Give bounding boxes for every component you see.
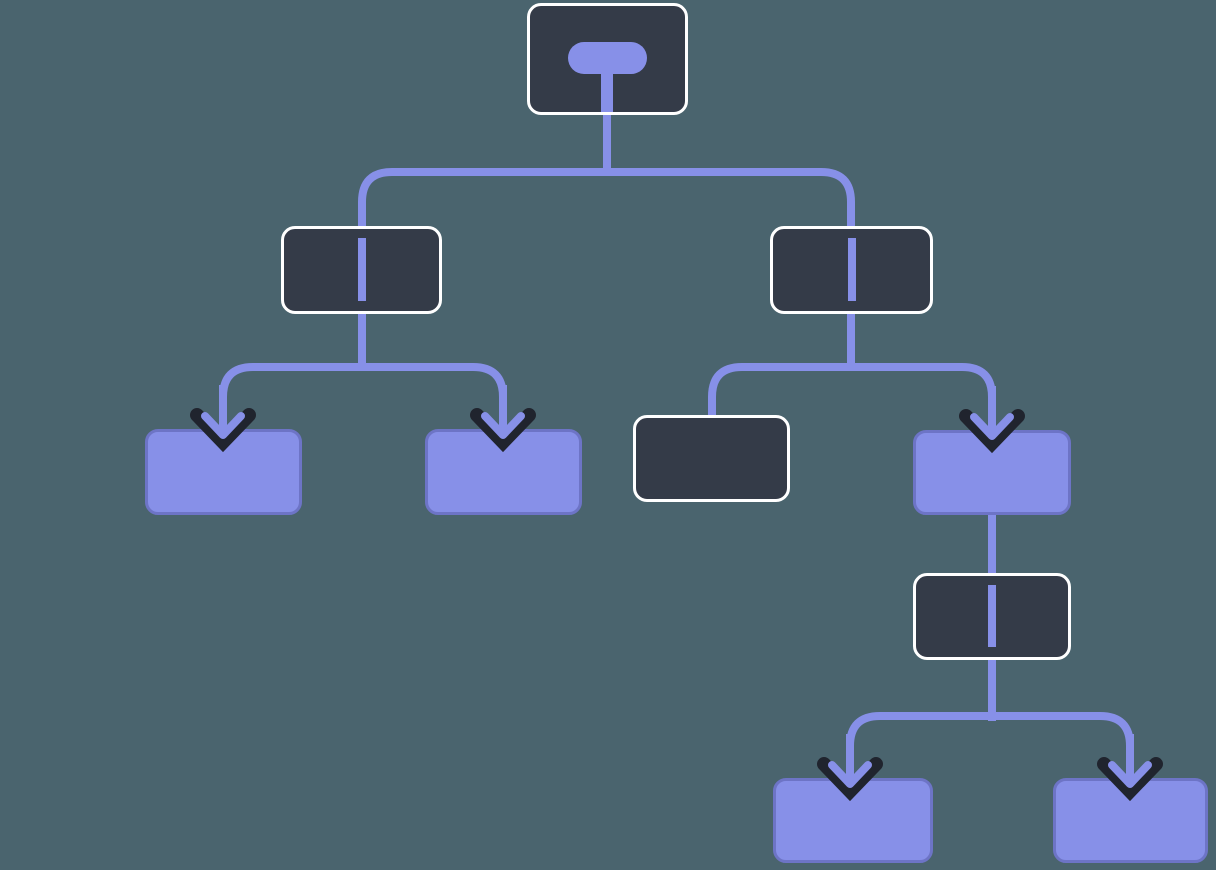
node-branch-lower[interactable] bbox=[913, 573, 1071, 660]
node-child-right-dark[interactable] bbox=[633, 415, 790, 502]
root-pill-stem bbox=[601, 72, 613, 112]
pass-through-line bbox=[988, 585, 996, 647]
node-root[interactable] bbox=[527, 3, 688, 115]
edge-bus-top bbox=[358, 168, 855, 232]
node-branch-left[interactable] bbox=[281, 226, 442, 314]
node-child-right-purple[interactable] bbox=[913, 430, 1071, 515]
edge-bus-bottom bbox=[846, 712, 1134, 779]
edge-bus-left bbox=[219, 363, 507, 431]
node-leaf-bottom-2[interactable] bbox=[1053, 778, 1208, 863]
node-branch-right[interactable] bbox=[770, 226, 933, 314]
node-leaf-left-1[interactable] bbox=[145, 429, 302, 515]
pass-through-line bbox=[847, 238, 856, 301]
node-leaf-left-2[interactable] bbox=[425, 429, 582, 515]
edge-bus-right bbox=[708, 363, 996, 432]
node-leaf-bottom-1[interactable] bbox=[773, 778, 933, 863]
root-pill-shape bbox=[568, 42, 647, 74]
pass-through-line bbox=[357, 238, 366, 301]
